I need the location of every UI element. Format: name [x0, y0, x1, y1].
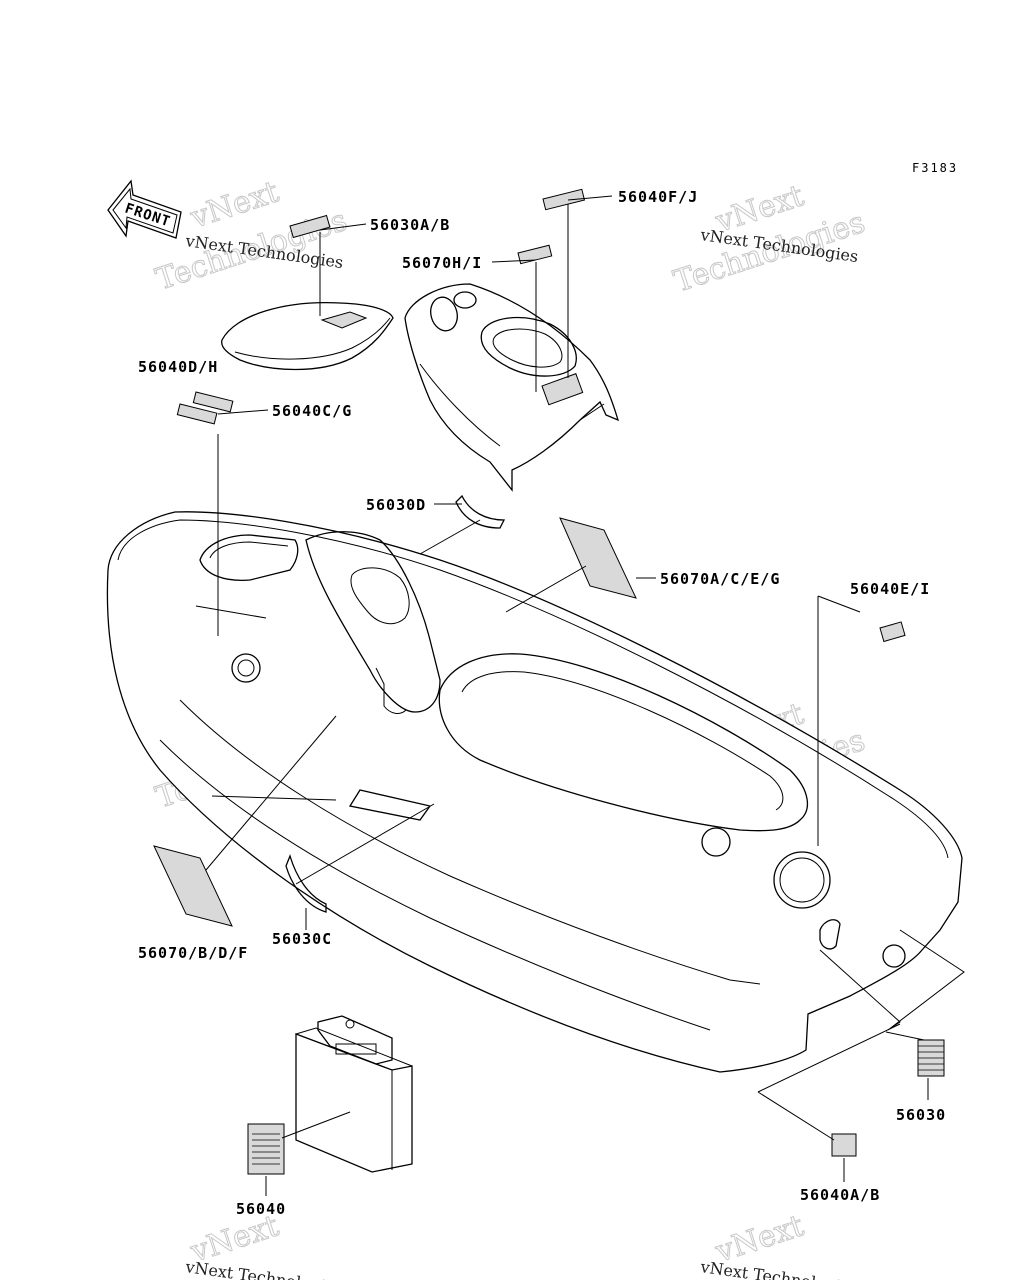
callout-56030c: 56030C [272, 930, 332, 948]
callout-56070aceg: 56070A/C/E/G [660, 570, 780, 588]
seat-cover-part [221, 301, 394, 371]
figure-code: F3183 [912, 161, 958, 175]
hull-body-part [106, 511, 963, 1073]
label-56040fj-part [542, 188, 586, 211]
watermark-bottom-right: vNext vNext Technologies [698, 1208, 859, 1284]
label-56040ab-part [831, 1133, 857, 1157]
callout-56040dh: 56040D/H [138, 358, 218, 376]
callout-56070bdf: 56070/B/D/F [138, 944, 248, 962]
hood-console-part [404, 283, 620, 492]
label-56030-part [917, 1039, 945, 1077]
svg-text:vNext Technologies: vNext Technologies [698, 1257, 859, 1280]
label-56030c-part [285, 854, 327, 913]
svg-text:vNext Technologies: vNext Technologies [183, 1257, 344, 1280]
callout-56040fj: 56040F/J [618, 188, 698, 206]
leader-lines [195, 195, 965, 1196]
callout-56040ab: 56040A/B [800, 1186, 880, 1204]
front-arrow-icon: FRONT [107, 179, 182, 239]
callout-56040ei: 56040E/I [850, 580, 930, 598]
battery-part [295, 1015, 413, 1173]
label-56030d-part [455, 494, 506, 529]
callout-56030ab: 56030A/B [370, 216, 450, 234]
label-56040cg-part [192, 391, 234, 413]
label-56070bdf-part [153, 845, 233, 927]
callout-56040cg: 56040C/G [272, 402, 352, 420]
callout-56070hi: 56070H/I [402, 254, 482, 272]
label-56070hi-part [517, 244, 553, 265]
label-56040ei-part [879, 621, 906, 643]
callout-56040: 56040 [236, 1200, 286, 1218]
callout-56030d: 56030D [366, 496, 426, 514]
label-56040dh-part [176, 403, 218, 425]
label-56040-part [247, 1123, 285, 1175]
watermark-bottom-left: vNext vNext Technologies [183, 1208, 344, 1284]
label-56030ab-part [289, 214, 331, 239]
label-56070aceg-part [559, 517, 637, 599]
watermark-top-left: vNext Technologies vNext Technologies [151, 174, 352, 298]
watermark-top-right: vNext Technologies vNext Technologies [669, 178, 870, 300]
callout-56030: 56030 [896, 1106, 946, 1124]
